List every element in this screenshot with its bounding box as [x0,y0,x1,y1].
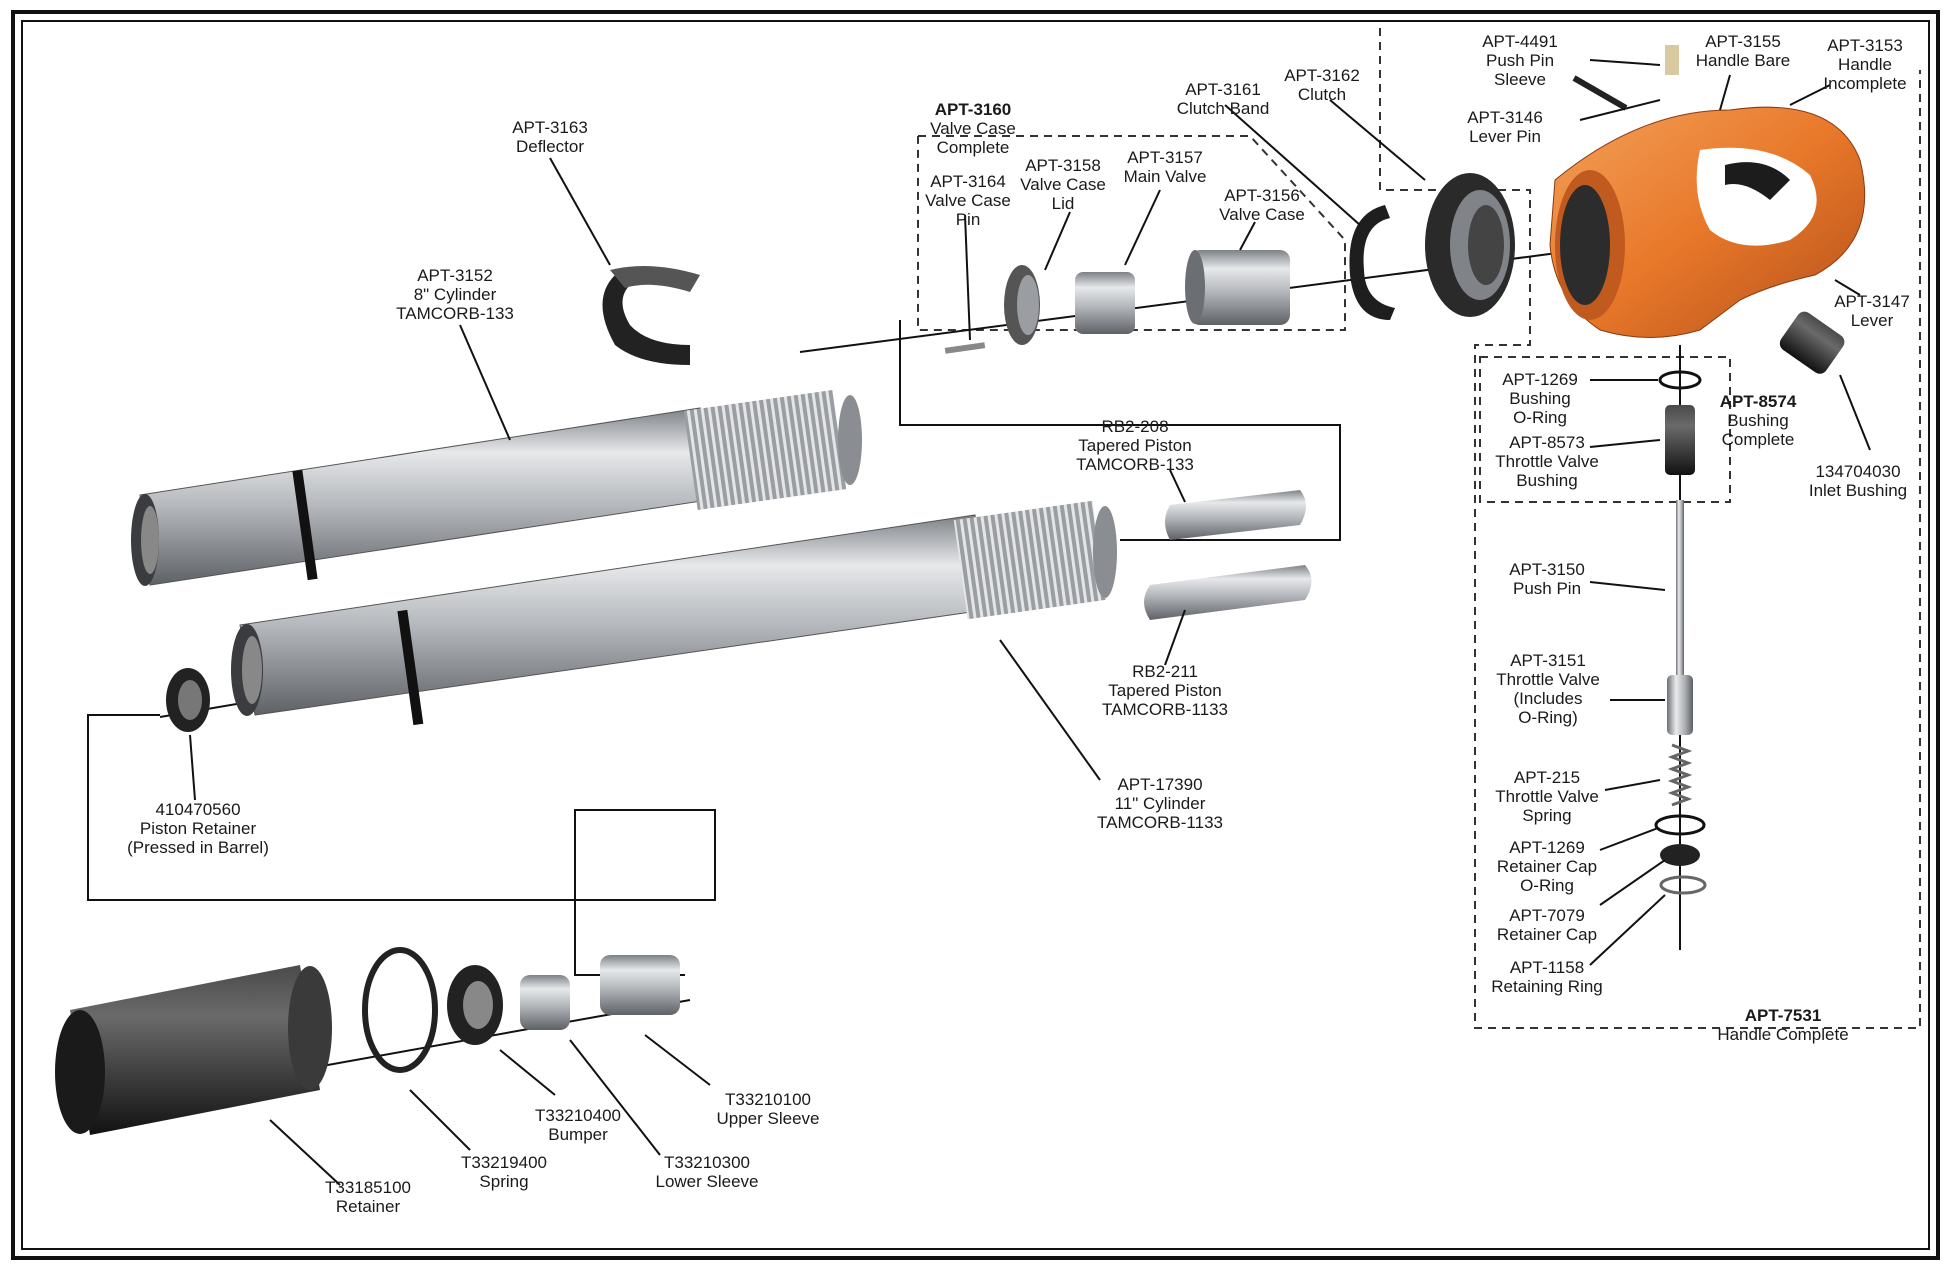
leader-lines [189,59,1871,1186]
handle-complete-outline [1379,28,1921,1029]
tapered-pistons [1144,490,1312,620]
valve-case-pin [944,342,986,354]
lower-sleeve-part [520,975,570,1030]
inlet-bushing-part [1779,311,1845,374]
upper-sleeve-part [600,955,680,1015]
piston-retainer [166,668,210,732]
lower-assembly [55,947,680,1135]
clutch-parts [1349,173,1515,320]
lever-pin [1572,75,1628,111]
valve-case-outline [917,135,1346,331]
valve-case [1190,250,1290,325]
piston-group-line [899,320,1341,541]
page-frame [11,10,1940,1260]
group-outlines [917,28,1921,1029]
bushing-complete-outline [1479,356,1731,503]
clutch-band [1349,205,1395,320]
cylinder-8in [131,390,862,586]
main-valve [1075,272,1135,334]
push-pin-sleeve [1665,45,1679,75]
handle [1549,45,1866,374]
cylinder-11in [231,500,1117,726]
throttle-column [1654,370,1707,895]
deflector [602,266,700,365]
retainer-part [70,965,320,1135]
spring-part [362,947,438,1073]
lower-group-line [87,714,716,976]
valve-case-parts [944,250,1290,354]
lever [1725,162,1790,200]
